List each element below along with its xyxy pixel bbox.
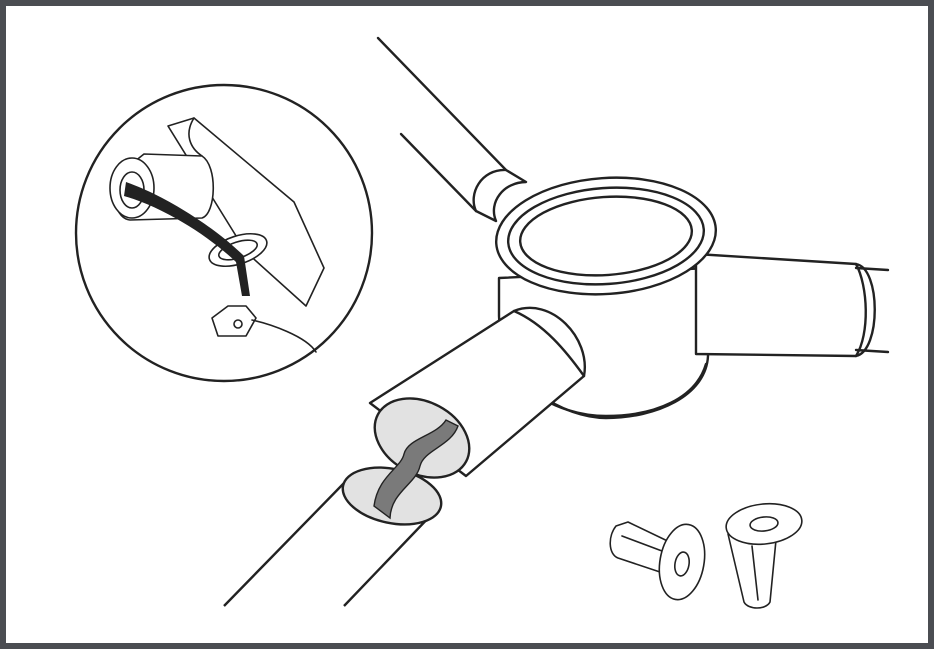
junction-rim-outer — [494, 176, 718, 296]
fitting-clip-hole — [233, 319, 243, 329]
right-tube-end-top — [854, 266, 890, 272]
right-tube-end-bottom — [854, 348, 890, 354]
right-tube-cap — [854, 262, 867, 358]
magnified-detail — [74, 83, 374, 383]
adapter-side-bore — [673, 551, 691, 577]
junction-rim-inner — [518, 195, 694, 277]
fitting-cable — [124, 182, 250, 296]
fitting-clip — [211, 305, 257, 337]
stethoscope-diagram — [74, 36, 890, 609]
junction-rim-middle — [506, 186, 706, 286]
upper-collar — [472, 168, 528, 223]
cut-tube — [223, 397, 471, 607]
adapter-angled-bore — [749, 516, 779, 532]
junction-base-ring — [524, 362, 708, 418]
adapter-angled-flange — [725, 502, 803, 546]
magnified-fitting — [109, 117, 325, 353]
adapter-angled-stem — [727, 533, 777, 609]
adapter-angled-slot — [751, 545, 759, 601]
fitting-clip-line — [251, 319, 317, 353]
upper-tube-edge-bottom — [399, 132, 478, 213]
eartip-adapter-angled — [725, 502, 803, 609]
right-tube — [694, 252, 876, 358]
eartip-adapter-side — [609, 521, 706, 601]
fitting-fold — [188, 117, 203, 157]
lower-tube-collar-edge — [512, 309, 586, 378]
upper-tube-edge-top — [376, 36, 508, 172]
adapter-side-flange — [658, 523, 706, 601]
illustration-canvas — [6, 6, 928, 643]
inner-tube-wire — [373, 419, 459, 520]
stethoscope-y-junction — [368, 36, 890, 478]
